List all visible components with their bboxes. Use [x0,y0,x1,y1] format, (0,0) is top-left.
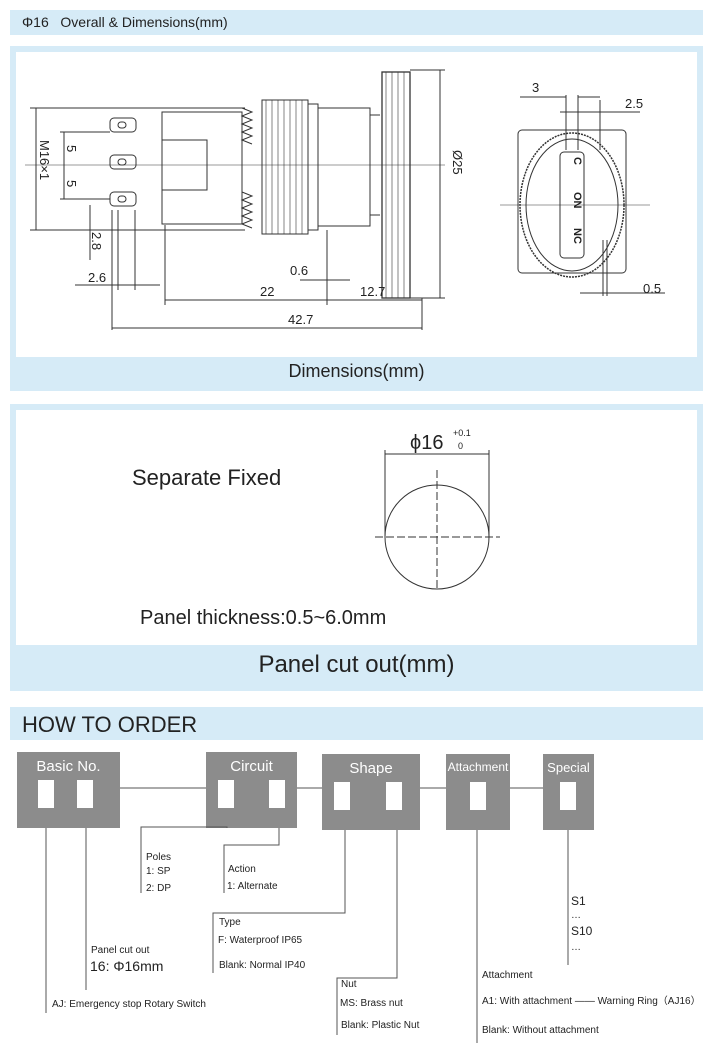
dimension-drawing: M16×1 5 5 2.8 2.6 0.6 22 12.7 42.7 Ø25 3… [25,69,665,330]
dim-2-5: 2.5 [625,96,643,111]
dim-0-6: 0.6 [290,263,308,278]
dim-12-7: 12.7 [360,284,385,299]
attachment-option-blank: Blank: Without attachment [482,1025,599,1036]
mount-type: Separate Fixed [132,465,282,490]
label-c: C [571,157,583,165]
cutout-diameter: ϕ16 [410,432,444,454]
shape-box: Shape [322,754,420,830]
dim-22: 22 [260,284,274,299]
basic-no-label: Basic No. [36,758,101,775]
basic-option-aj: AJ: Emergency stop Rotary Switch [52,999,206,1010]
special-option-s10: S10 [571,924,593,938]
cutout-tol-zero: 0 [458,441,464,451]
special-option-s1: S1 [571,894,586,908]
dim-2-6: 2.6 [88,270,106,285]
cutout-circle-drawing [375,450,500,590]
nut-option-ms: MS: Brass nut [340,998,403,1009]
panel-cutout-panel: Separate Fixed Panel thickness:0.5~6.0mm… [10,404,703,691]
attachment-title: Attachment [482,970,533,981]
header-bar: Φ16 Overall & Dimensions(mm) [10,10,703,35]
cutout-caption: Panel cut out(mm) [258,651,455,678]
how-to-order-bar: HOW TO ORDER [10,707,703,740]
attachment-label: Attachment [447,760,509,774]
dimensions-caption: Dimensions(mm) [288,361,425,381]
cutout-caption-band: Panel cut out(mm) [16,645,697,685]
type-option-blank: Blank: Normal IP40 [219,960,306,971]
front-view [500,95,665,296]
panel-cutout-option: 16: Φ16mm [90,958,164,974]
circuit-label: Circuit [230,758,273,775]
dimensions-panel: Dimensions(mm) [10,46,703,391]
poles-option-1: 1: SP [146,866,171,877]
dim-3: 3 [532,80,539,95]
special-ellipsis-1: … [571,910,581,921]
dim-5b: 5 [64,180,79,187]
poles-title: Poles [146,852,172,863]
panel-cutout-title: Panel cut out [91,945,150,956]
header-title: Φ16 Overall & Dimensions(mm) [22,14,228,30]
type-option-f: F: Waterproof IP65 [218,935,303,946]
dim-5a: 5 [64,145,79,152]
poles-option-2: 2: DP [146,883,172,894]
dim-0-5: 0.5 [643,281,661,296]
label-nc: NC [571,228,583,244]
special-label: Special [547,760,590,775]
type-title: Type [219,917,241,928]
side-view [25,69,445,330]
shape-label: Shape [349,760,393,777]
basic-no-box: Basic No. [17,752,120,828]
circuit-box: Circuit [206,752,297,828]
attachment-box: Attachment [446,754,510,830]
cutout-tol-plus: +0.1 [453,428,471,438]
label-on: ON [571,192,583,209]
how-to-order-title: HOW TO ORDER [22,712,198,737]
dim-42-7: 42.7 [288,312,313,327]
panel-thickness: Panel thickness:0.5~6.0mm [140,607,387,629]
action-title: Action [228,864,256,875]
special-ellipsis-2: … [571,942,581,953]
nut-title: Nut [341,979,357,990]
attachment-option-a1: A1: With attachment —— Warning Ring（AJ16… [482,996,701,1007]
dim-25: Ø25 [450,150,465,175]
action-option-1: 1: Alternate [227,881,278,892]
dim-m16: M16×1 [37,140,52,180]
special-box: Special [543,754,594,830]
nut-option-blank: Blank: Plastic Nut [341,1020,420,1031]
dim-2-8: 2.8 [89,232,104,250]
dimensions-caption-band: Dimensions(mm) [16,357,697,385]
